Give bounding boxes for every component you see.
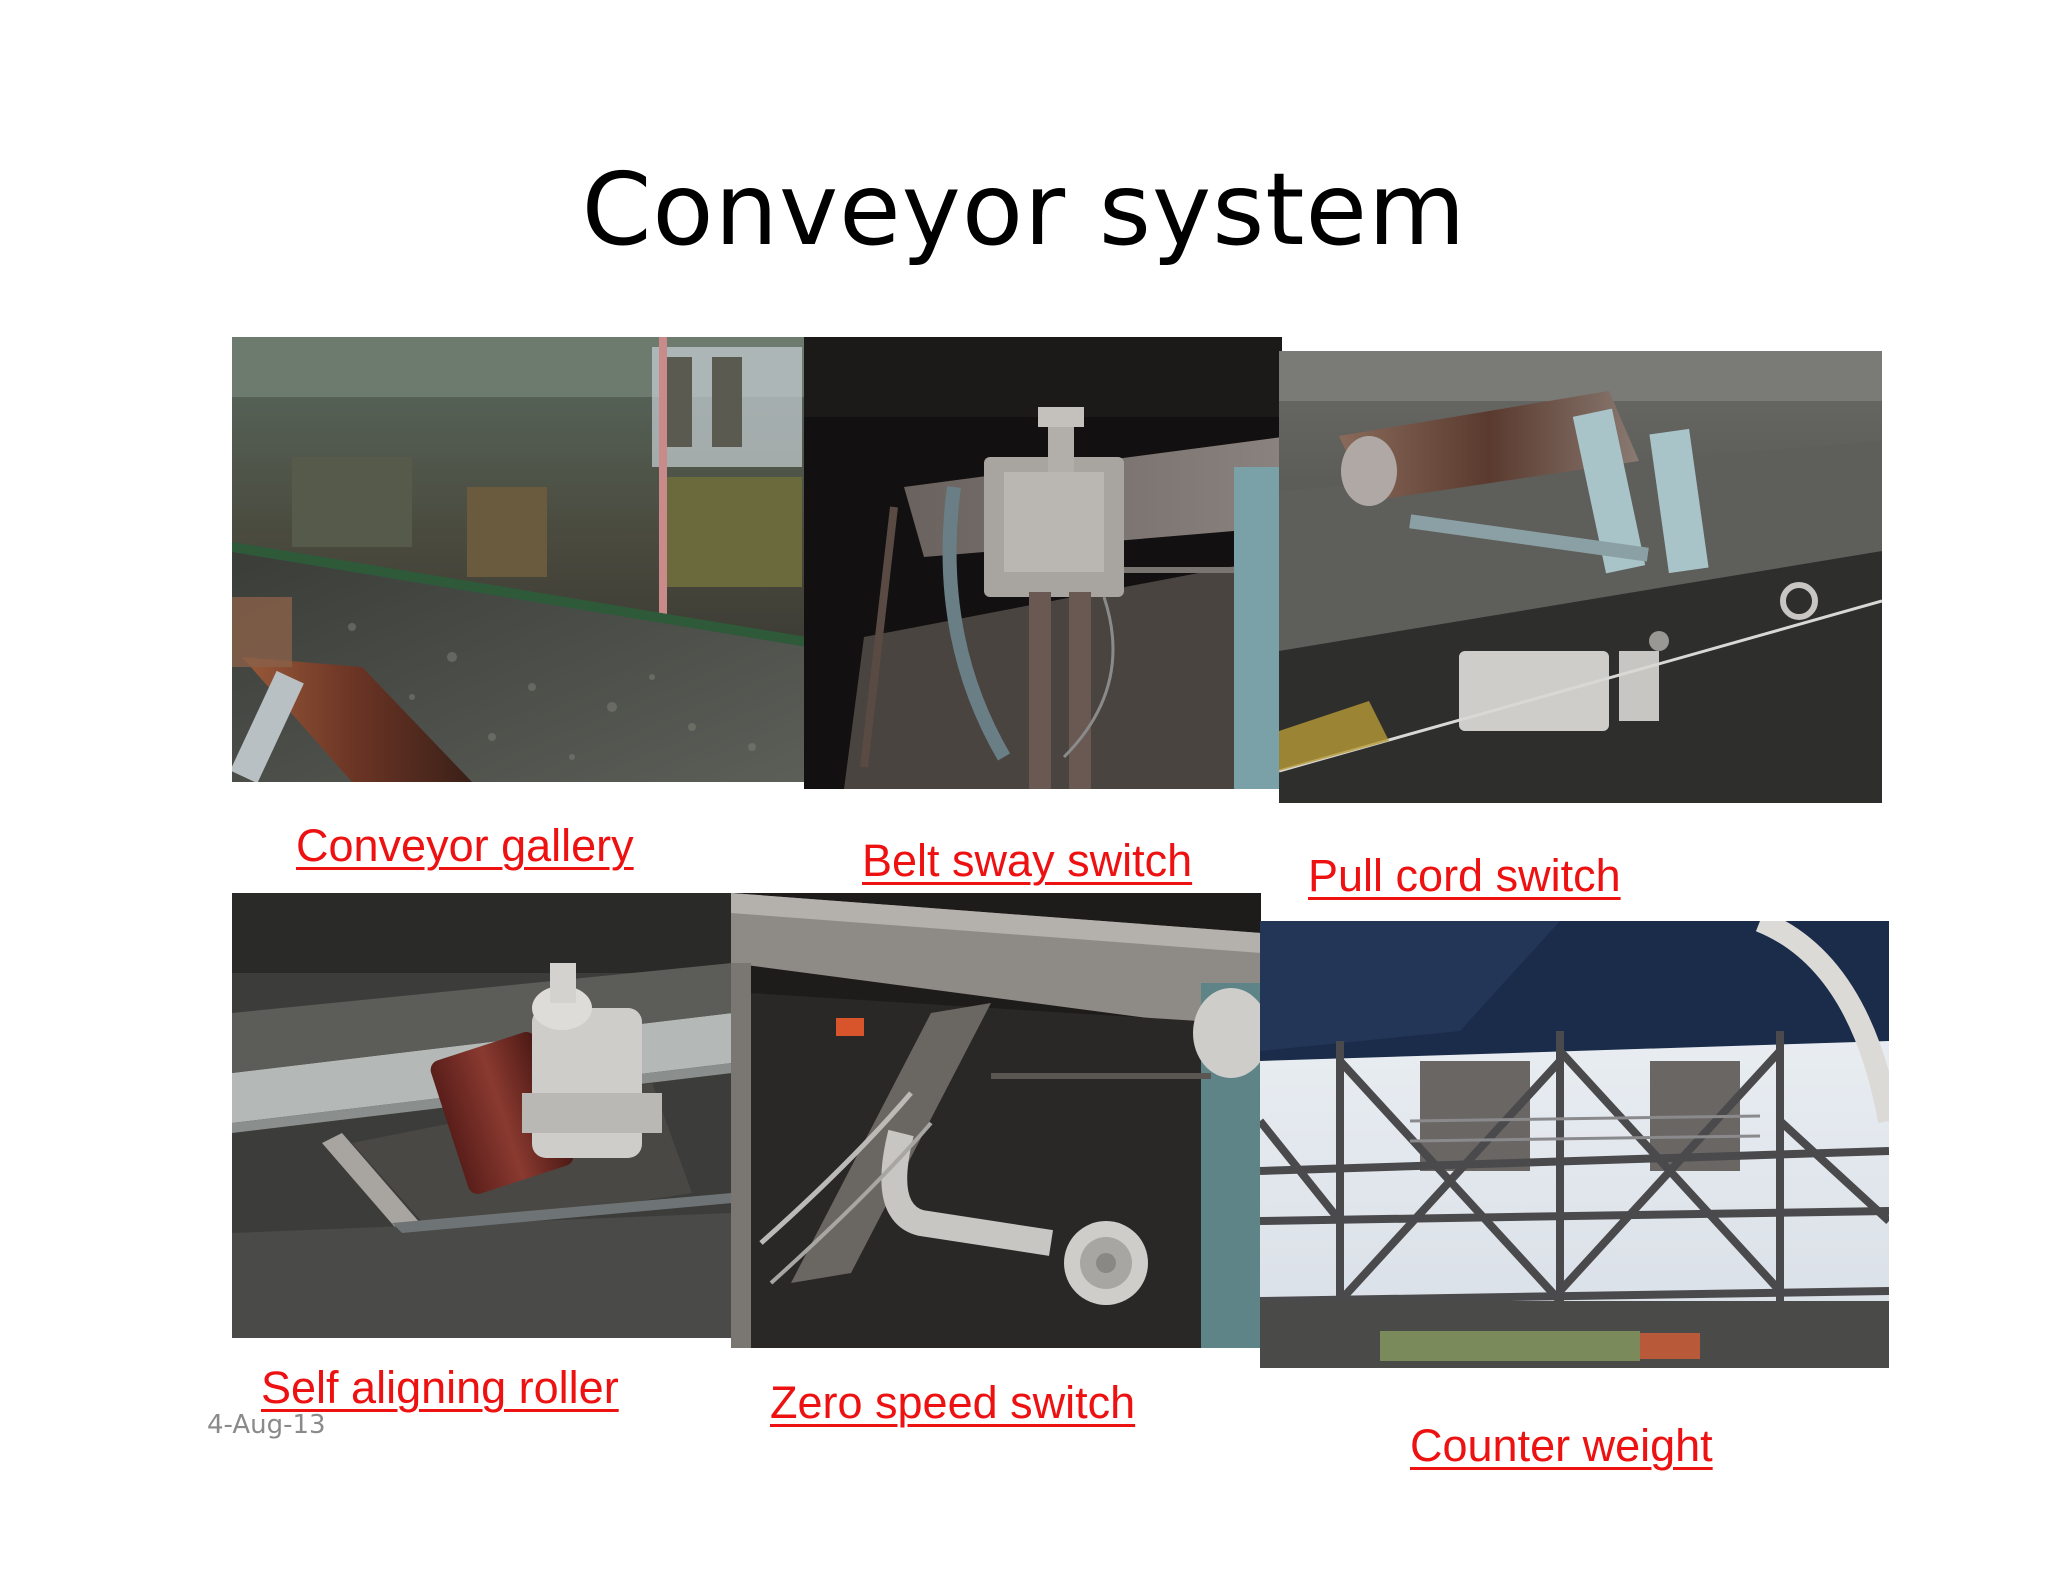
belt-sway-switch-caption[interactable]: Belt sway switch (862, 835, 1193, 886)
slide-title: Conveyor system (581, 151, 1467, 268)
conveyor-gallery-photo (232, 337, 807, 782)
slide-date: 4-Aug-13 (207, 1410, 326, 1440)
zero-speed-switch-caption[interactable]: Zero speed switch (770, 1377, 1136, 1428)
conveyor-gallery-caption[interactable]: Conveyor gallery (296, 820, 634, 871)
self-aligning-roller-caption[interactable]: Self aligning roller (261, 1362, 619, 1413)
pull-cord-switch-caption[interactable]: Pull cord switch (1308, 850, 1621, 901)
belt-sway-switch-photo (804, 337, 1282, 789)
counter-weight-photo (1260, 921, 1889, 1368)
zero-speed-switch-photo (731, 893, 1261, 1348)
pull-cord-switch-photo (1279, 351, 1882, 803)
counter-weight-caption[interactable]: Counter weight (1410, 1420, 1713, 1471)
self-aligning-roller-photo (232, 893, 732, 1338)
